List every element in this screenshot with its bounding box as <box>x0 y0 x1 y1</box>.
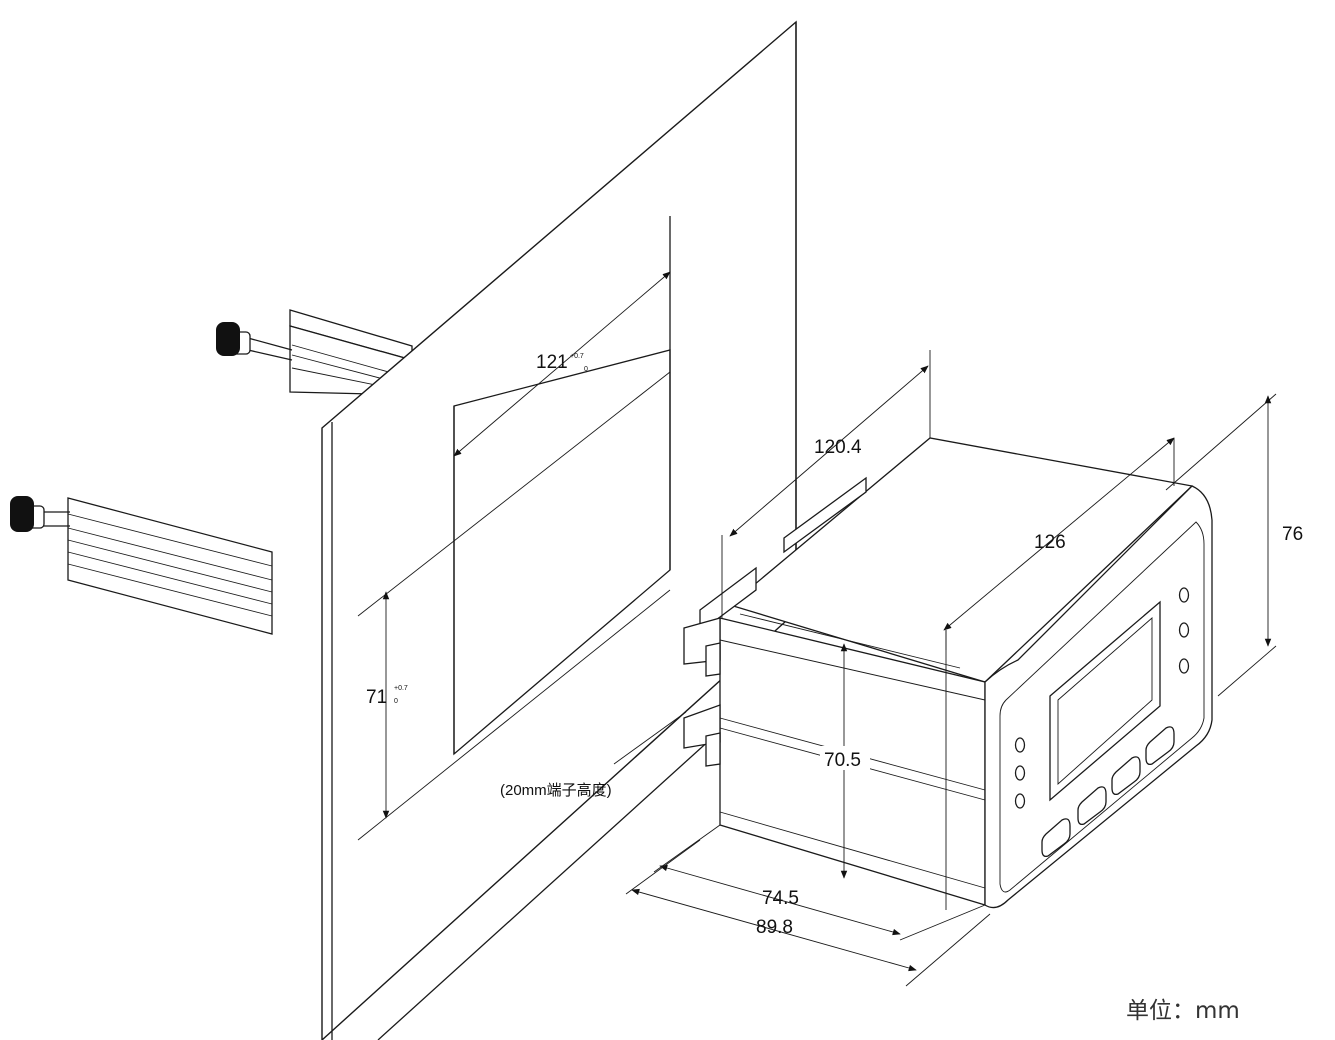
svg-text:0: 0 <box>394 698 398 705</box>
key-button-4 <box>1145 726 1175 766</box>
dim-body-height: 70.5 <box>820 643 870 879</box>
thumb-screw-left <box>10 496 45 532</box>
led-icon <box>1178 622 1190 638</box>
dim-cutout-height-value: 71 <box>366 687 387 708</box>
terminal-height-note: (20mm端子高度) <box>500 711 687 799</box>
front-keys <box>1041 726 1175 858</box>
dim-bezel-height: 76 <box>1165 393 1303 697</box>
dim-cutout-width-value: 121 <box>536 352 568 373</box>
svg-text:+0.7: +0.7 <box>570 353 584 360</box>
dim-total-depth: 89.8 <box>625 839 991 987</box>
led-icon <box>1178 658 1190 674</box>
dim-body-width-value: 120.4 <box>814 437 862 458</box>
led-icon <box>1014 793 1026 809</box>
dim-cutout-width: 121 +0.7 0 <box>453 271 671 457</box>
indicator-leds <box>1014 587 1190 809</box>
thumb-screw-top <box>216 322 251 356</box>
lcd-window <box>1049 600 1161 802</box>
dim-bezel-width: 126 <box>943 437 1175 650</box>
led-icon <box>1014 737 1026 753</box>
dim-bezel-height-value: 76 <box>1282 524 1303 545</box>
dim-body-depth-value: 74.5 <box>762 888 799 909</box>
dim-cutout-height: 71 +0.7 0 <box>366 591 408 819</box>
mounting-clip-left <box>40 497 273 635</box>
dim-body-width: 120.4 <box>721 365 929 618</box>
svg-text:0: 0 <box>584 366 588 373</box>
key-button-1 <box>1041 818 1071 858</box>
dim-bezel-width-value: 126 <box>1034 532 1066 553</box>
unit-label: 单位：mm <box>1126 998 1240 1024</box>
dim-total-depth-value: 89.8 <box>756 917 793 938</box>
terminal-height-label: (20mm端子高度) <box>500 782 612 799</box>
key-button-2 <box>1077 786 1107 826</box>
mounting-panel <box>321 20 797 1040</box>
svg-text:+0.7: +0.7 <box>394 685 408 692</box>
led-icon <box>1014 765 1026 781</box>
dim-body-height-value: 70.5 <box>824 750 861 771</box>
key-button-3 <box>1111 756 1141 796</box>
led-icon <box>1178 587 1190 603</box>
